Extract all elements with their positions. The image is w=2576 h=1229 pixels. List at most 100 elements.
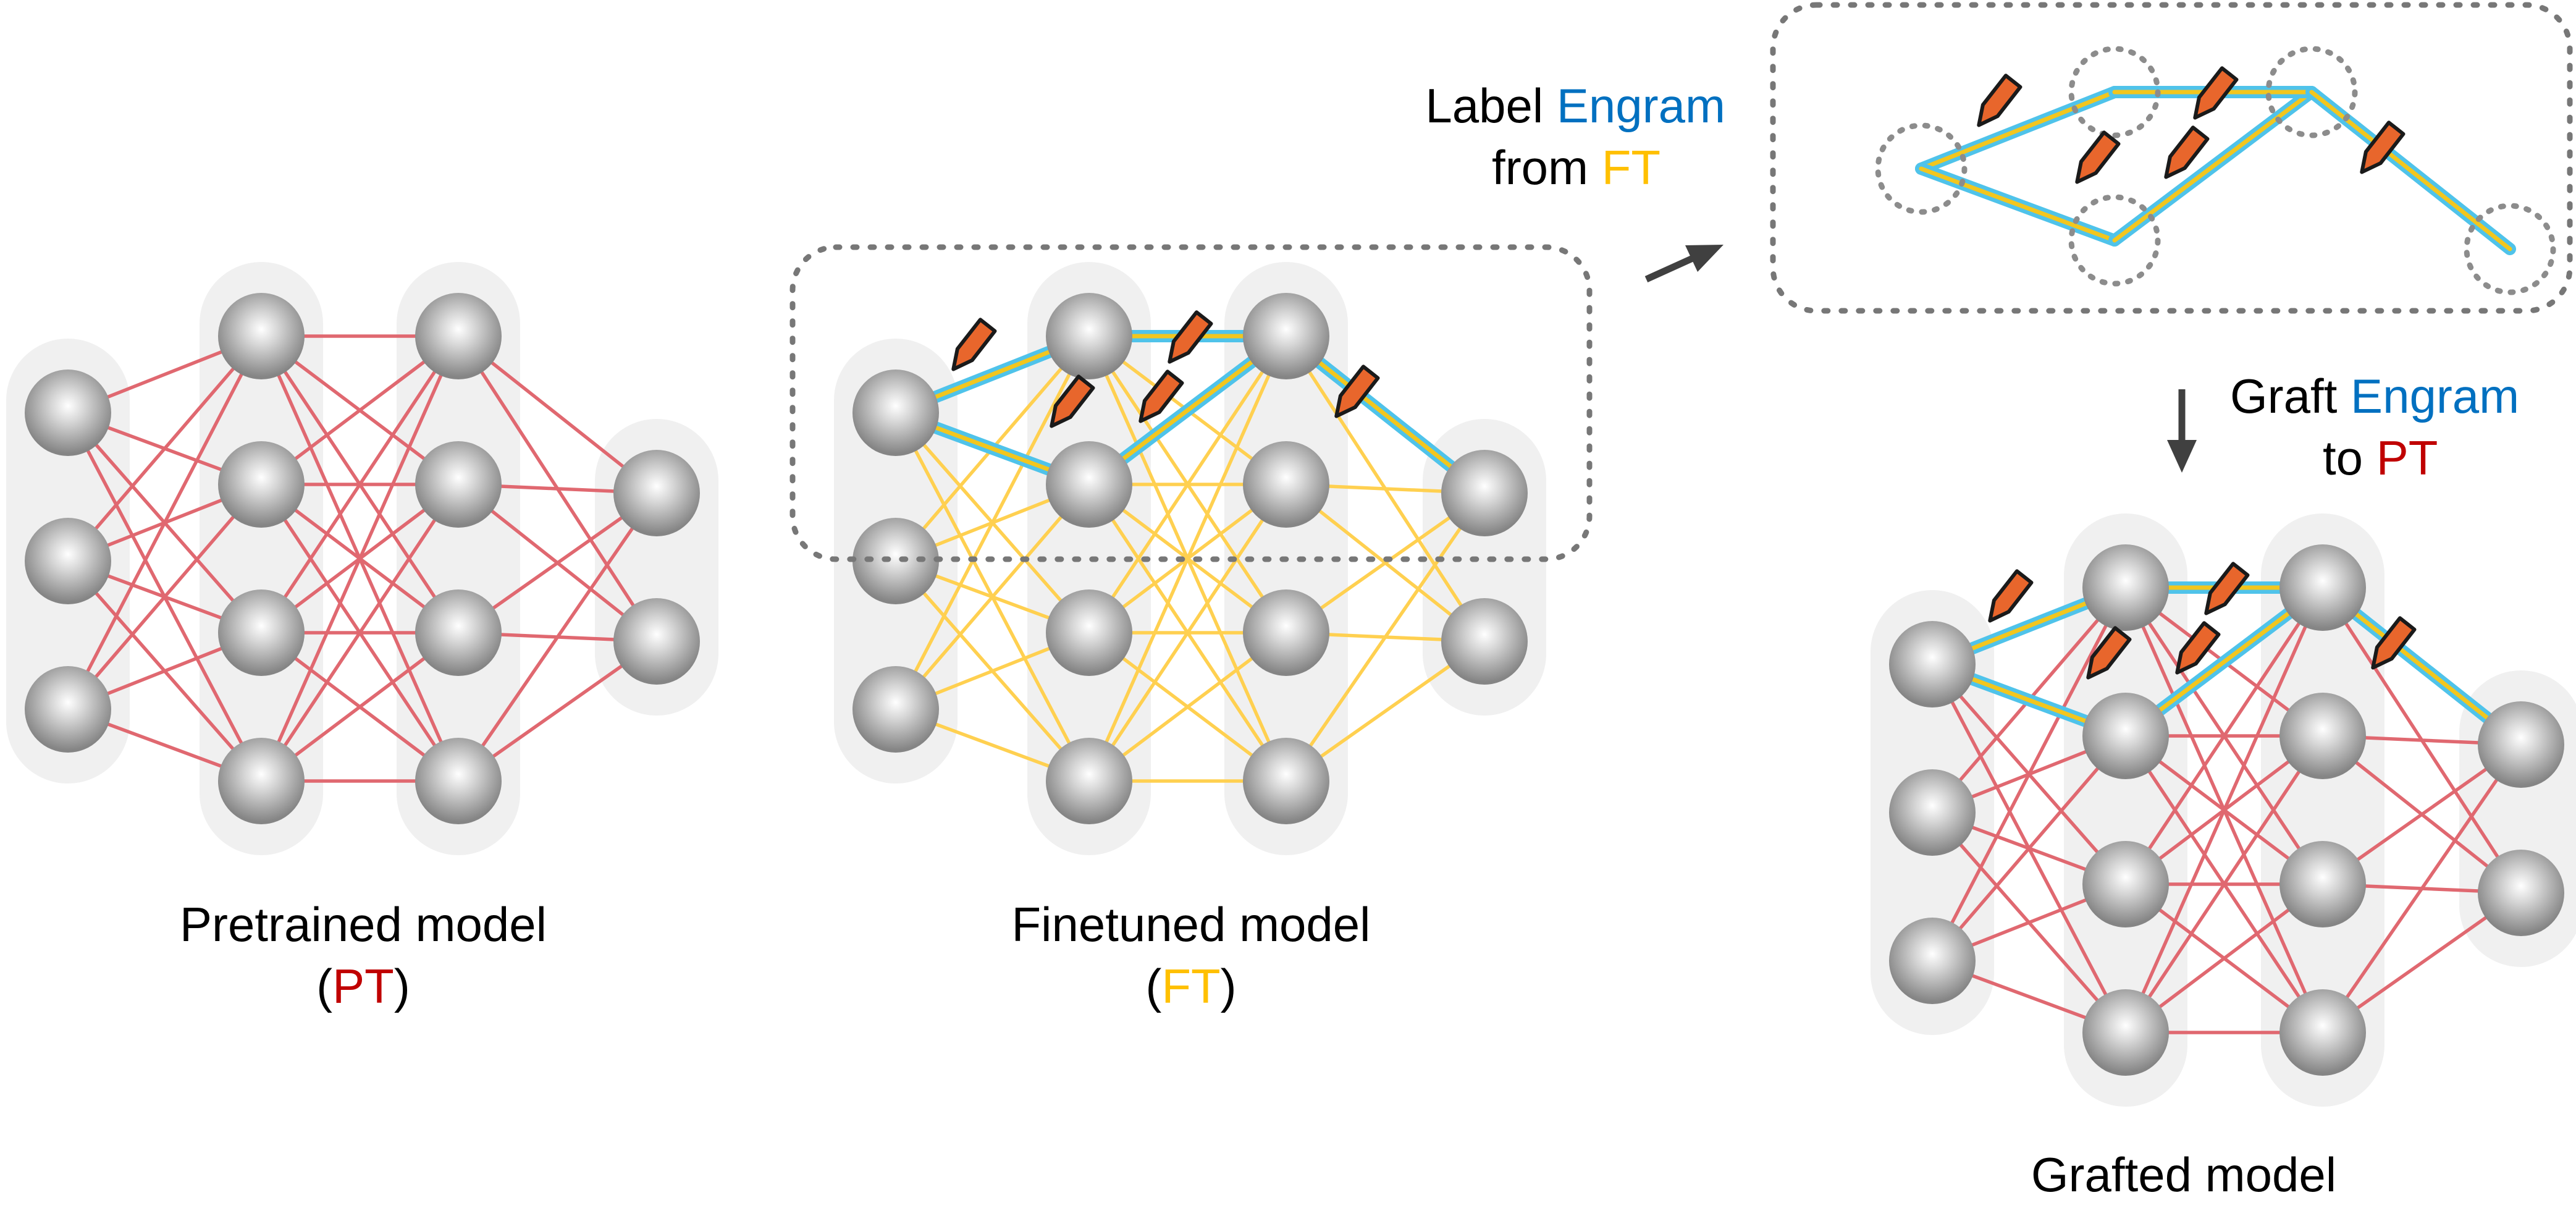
connection-line (2124, 586, 2325, 885)
engram-panel-border (1770, 2, 2573, 314)
word-from: from (1492, 140, 1588, 195)
connection-line (66, 335, 263, 562)
neuron (1046, 738, 1132, 824)
finetuned-network (789, 244, 1593, 855)
neuron (2478, 850, 2564, 936)
neuron (852, 370, 939, 456)
tag-marker-icon (2193, 66, 2239, 120)
process-arrows (1644, 245, 2197, 473)
connection-line (1930, 586, 2128, 962)
extracted-engram-box (1770, 2, 2573, 314)
neuron-placeholder (2265, 46, 2358, 138)
tag-marker-icon (1334, 365, 1380, 418)
neuron (25, 666, 111, 753)
connection-line (894, 335, 1091, 711)
neuron (415, 589, 502, 676)
connection-line (457, 492, 659, 782)
ft-abbr: FT (1161, 959, 1220, 1013)
connection-line (1087, 335, 1288, 634)
neuron (1441, 598, 1528, 685)
layer-column (2261, 513, 2384, 1107)
tag-marker-icon (1977, 74, 2022, 127)
finetuned-model-title: Finetuned model (1011, 897, 1370, 952)
neuron (2279, 544, 2366, 631)
word-label: Label (1425, 78, 1543, 133)
connection-line (1087, 335, 1288, 782)
word-ft: FT (1602, 140, 1661, 195)
connection-line (259, 483, 460, 782)
connection-line (2321, 743, 2523, 1034)
neuron (1441, 450, 1528, 536)
paren-open: ( (316, 959, 332, 1013)
connection-line (1087, 483, 1288, 782)
neuron (2279, 989, 2366, 1076)
neurons (1889, 544, 2564, 1076)
hollow-neurons (1875, 46, 2556, 295)
neuron (1243, 589, 1329, 676)
connection-line (66, 335, 263, 711)
word-graft: Graft (2230, 369, 2338, 423)
neuron (1046, 441, 1132, 528)
paren-close: ) (394, 959, 410, 1013)
neurons (25, 293, 700, 824)
word-to: to (2323, 431, 2363, 485)
pretrained-model-abbr: (PT) (316, 959, 410, 1013)
arrow-shaft (1644, 255, 1694, 283)
neuron (1243, 293, 1329, 379)
arrow-icon (2167, 440, 2197, 473)
neuron (2082, 693, 2169, 779)
engram-path (890, 330, 1491, 499)
tag-marker-icon (1168, 310, 1213, 364)
connection-line (1930, 735, 2128, 962)
graft-engram-line2: to PT (2323, 431, 2438, 485)
neuron (852, 666, 939, 753)
neuron (218, 441, 305, 528)
connection-line (66, 483, 263, 711)
connection-line (894, 483, 1091, 711)
neuron-placeholder (2068, 194, 2161, 287)
tag-marker-icon (2086, 626, 2132, 680)
neuron (1046, 589, 1132, 676)
word-engram: Engram (1557, 78, 1725, 133)
neuron (2279, 841, 2366, 927)
neuron (2082, 989, 2169, 1076)
paren-open: ( (1145, 959, 1161, 1013)
tag-marker-icon (2360, 120, 2406, 174)
tag-marker-icon (951, 318, 997, 371)
neuron (1889, 918, 1976, 1004)
tag-marker-icon (1139, 370, 1184, 423)
neuron (1243, 738, 1329, 824)
engram-edge-core (1919, 90, 2117, 171)
neuron (1046, 293, 1132, 379)
neuron (415, 293, 502, 379)
engram-markers (951, 310, 1380, 428)
neuron (2082, 841, 2169, 927)
tag-marker-icon (2204, 562, 2250, 615)
word-engram: Engram (2351, 369, 2519, 423)
connection-line (1284, 492, 1486, 782)
word-pt: PT (2376, 431, 2438, 485)
graft-engram-line1: Graft Engram (2230, 369, 2519, 423)
neurons (852, 293, 1528, 824)
neuron (218, 589, 305, 676)
neuron (2279, 693, 2366, 779)
neuron (1243, 441, 1329, 528)
label-engram-line1: Label Engram (1425, 78, 1725, 133)
tag-marker-icon (2175, 621, 2221, 675)
tag-marker-icon (1988, 569, 2034, 623)
pretrained-network (6, 262, 718, 855)
layer-column (200, 262, 323, 855)
tag-marker-icon (2371, 616, 2417, 670)
tag-marker-icon (2164, 125, 2210, 179)
neuron-placeholder (2464, 203, 2556, 295)
tag-marker-icon (1050, 374, 1095, 428)
label-engram-line2: from FT (1492, 140, 1661, 195)
connection-line (2124, 735, 2325, 1034)
engram-markers (1988, 562, 2417, 680)
neuron-placeholder (1875, 122, 1968, 215)
layer-column (397, 262, 520, 855)
neuron (218, 738, 305, 824)
finetuned-model-abbr: (FT) (1145, 959, 1236, 1013)
neuron (1889, 621, 1976, 707)
connection-line (2124, 586, 2325, 1034)
